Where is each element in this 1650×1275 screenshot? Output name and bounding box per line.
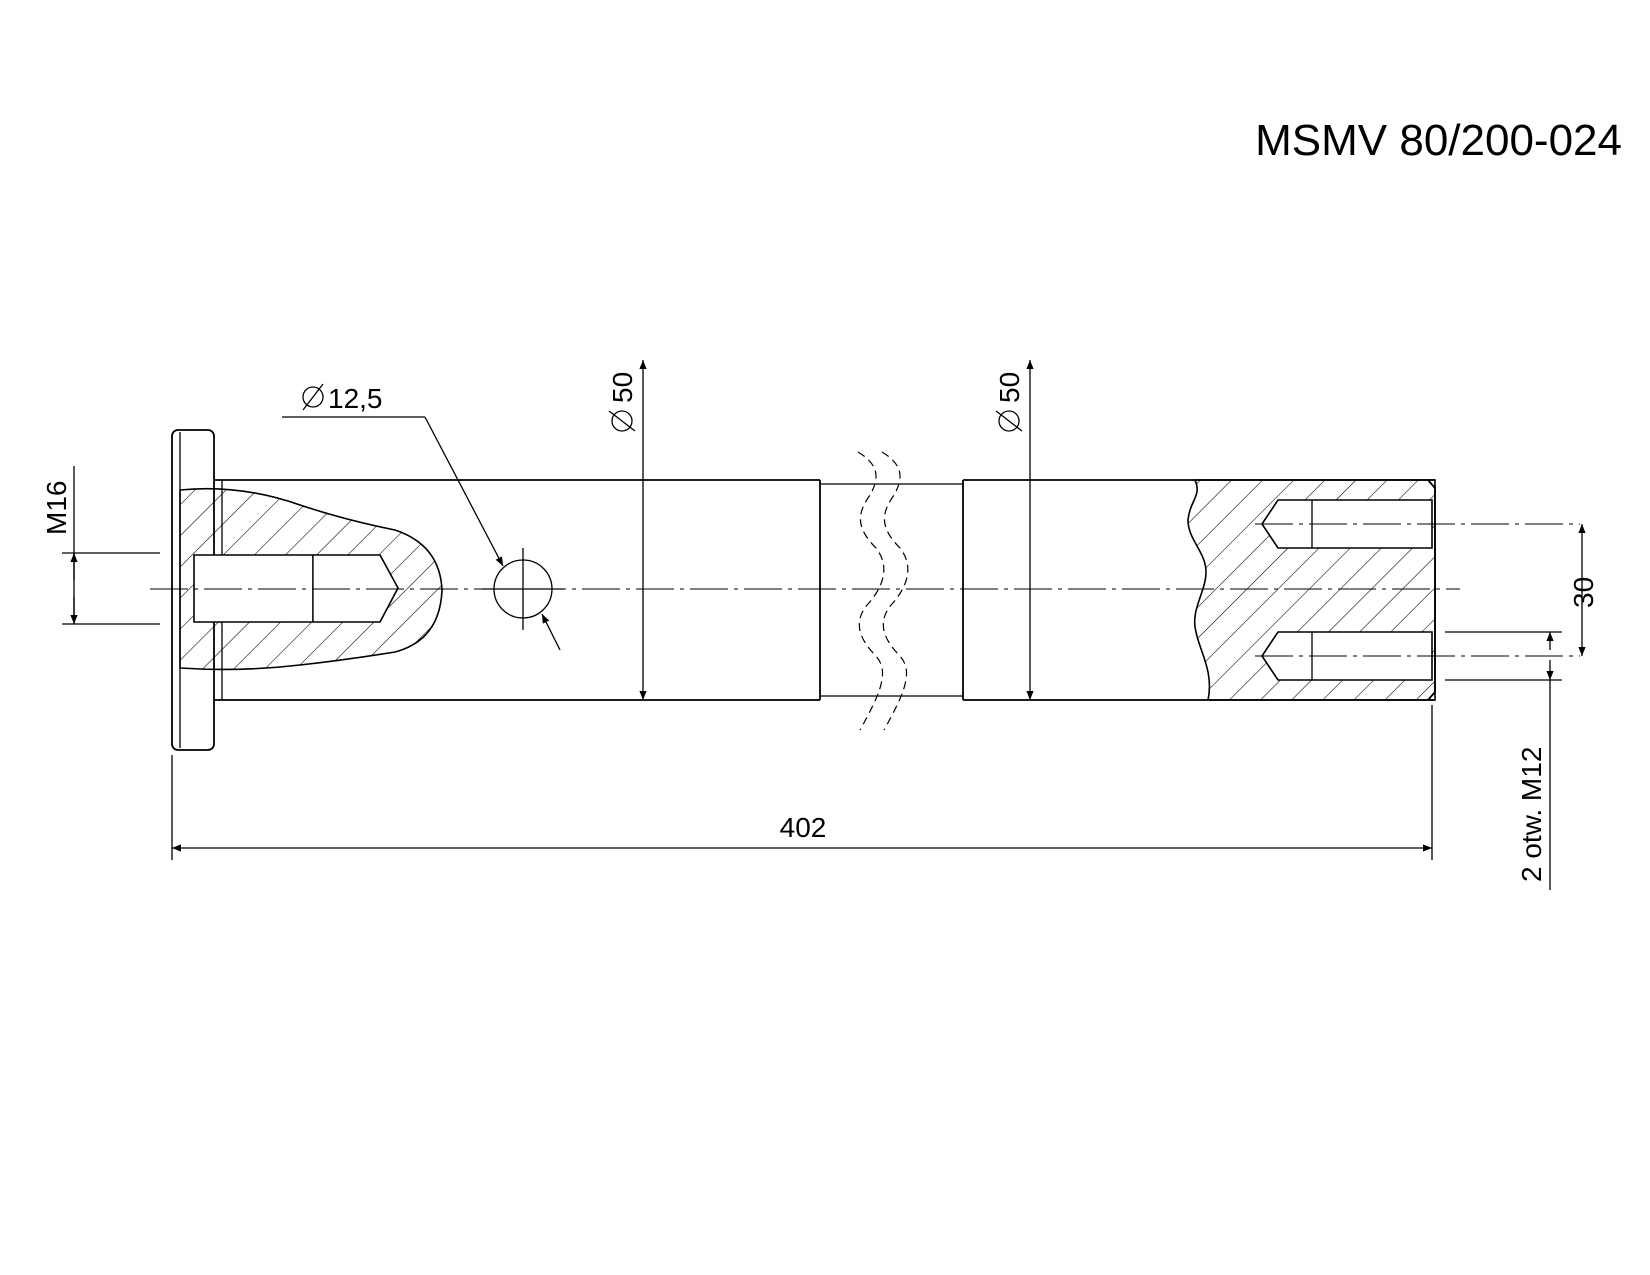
right-section-hatch <box>1187 479 1436 701</box>
holes-note-label: 2 otw. M12 <box>1516 747 1547 882</box>
dim-hole-spacing: 30 <box>1568 524 1599 656</box>
dim-holes-note: 2 otw. M12 <box>1445 631 1562 890</box>
diameter-icon <box>995 410 1023 432</box>
left-section-hatch <box>179 487 443 671</box>
dim-overall-length: 402 <box>171 705 1433 860</box>
diameter-icon <box>608 410 636 432</box>
cross-hole <box>482 548 564 630</box>
dim-shaft-diameter-left: 50 <box>607 360 647 700</box>
thread-left-label: M16 <box>41 481 72 535</box>
shaft-diameter-left-label: 50 <box>607 372 638 403</box>
dim-thread-left: M16 <box>41 466 160 625</box>
shaft-diameter-right-label: 50 <box>994 372 1025 403</box>
dim-shaft-diameter-right: 50 <box>994 360 1034 700</box>
overall-length-label: 402 <box>780 812 827 843</box>
center-lines <box>150 523 1580 657</box>
diameter-icon <box>302 383 324 411</box>
hole-spacing-label: 30 <box>1568 577 1599 608</box>
dim-hole-diameter: 12,5 <box>282 383 561 651</box>
break-lines <box>857 451 909 731</box>
drawing-title: MSMV 80/200-024 <box>1255 116 1622 165</box>
hole-diameter-label: 12,5 <box>328 383 383 414</box>
